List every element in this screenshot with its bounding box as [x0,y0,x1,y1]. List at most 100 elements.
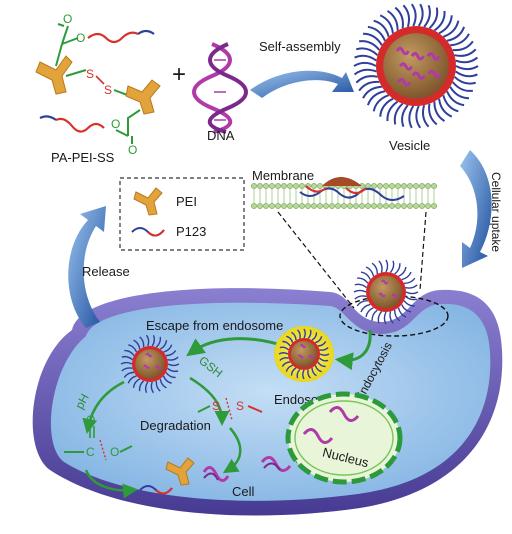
p123-brush-chain [433,10,446,32]
p123-brush-chain [417,3,424,27]
p123-brush-chain [151,334,156,347]
p123-brush-chain [365,307,374,318]
p123-brush-chain [455,70,478,78]
dna-helix-icon [192,42,248,134]
p123-brush-chain [123,371,135,378]
p123-brush-chain [405,291,419,295]
p123-brush-chain [393,102,404,125]
lipid-head [431,183,437,189]
p123-brush-chain [353,289,367,293]
lipid-head [299,203,305,209]
pei-y-shape-icon [165,457,195,486]
p123-brush-chain [371,309,378,321]
lipid-head [293,183,299,189]
ph-arrow [82,380,125,434]
endocytosis-arrow [334,329,372,371]
lipid-head [257,183,263,189]
p123-brush-chain [442,20,460,38]
self-assembly-label: Self-assembly [259,39,341,54]
vesicle-released [120,334,180,394]
lipid-head [377,203,383,209]
lipid-head [371,203,377,209]
encapsulated-dna [297,354,304,359]
p123-brush-chain [318,357,329,362]
lipid-head [413,203,419,209]
p123-brush-chain [138,380,145,392]
p123-brush-chain [453,76,476,85]
lipid-head [287,203,293,209]
p123-brush-chain [155,336,162,348]
p123-brush-chain [366,90,386,106]
p123-brush-chain [371,262,379,274]
p123-brush-chain [353,68,377,76]
p123-brush-chain [389,260,395,273]
encapsulated-dna [391,293,399,299]
lipid-head [347,203,353,209]
endosome [274,326,334,382]
p123-brush-chain [410,3,417,27]
p123-brush-chain [423,4,431,28]
p123-brush-chain [401,104,409,128]
membrane-closeup [250,177,442,209]
p123-brush-chain [404,277,416,285]
p123-brush-chain [454,48,477,57]
nucleus: Nucleus [285,391,403,485]
dna-label: DNA [207,128,235,143]
p123-brush-chain [317,361,326,368]
lipid-head [425,203,431,209]
lipid-head [395,203,401,209]
ester-o-single: O [110,445,119,459]
lipid-head [251,203,257,209]
lipid-head [275,183,281,189]
p123-brush-chain [302,369,305,380]
p123-brush-chain [163,344,173,353]
p123-brush-chain [402,4,410,28]
vesicle-label: Vesicle [389,138,430,153]
encapsulated-dna [411,71,426,80]
vesicle-core [369,275,403,309]
ester-o-top: O [63,12,72,26]
p123-brush-chain [455,56,479,64]
cellular-uptake-label: Cellular uptake [489,172,503,252]
p123-brush-chain [450,33,470,47]
p123-brush-chain [401,271,412,281]
p123-brush-chain [354,295,367,300]
p123-brush-chain [428,7,439,30]
p123-brush-chain [433,101,446,122]
encapsulated-dna [427,69,442,79]
encapsulated-dna [397,77,412,87]
p123-brush-chain [133,339,141,350]
p123-brush-chain [132,378,141,388]
ester-arrow [84,469,138,499]
p123-brush-chain [379,97,394,117]
p123-brush-chain [281,361,291,367]
p123-brush-chain [127,375,137,384]
p123-brush-chain [358,40,381,51]
cleaved-s2: S [236,399,244,413]
p123-brush-chain [291,331,297,341]
p123-brush-chain [296,368,301,379]
degradation-arrow [222,427,242,474]
p123-brush-chain [307,329,312,340]
pei-y-shape-icon [35,55,73,95]
encapsulated-dna [410,51,425,61]
legend-p123-label: P123 [176,224,206,239]
lipid-head [371,183,377,189]
vesicle-nanoparticle [353,3,479,129]
p123-brush-chain [167,367,179,373]
lipid-head [299,183,305,189]
p123-brush-chain [356,299,368,307]
p123-brush-chain [282,340,291,347]
p123-brush-chain [383,311,387,325]
lipid-head [431,203,437,209]
p123-brush-chain [121,367,133,372]
p123-brush-chain [167,363,180,367]
p123-brush-chain [311,367,317,377]
plus-sign: + [172,61,186,88]
ester-o-bottom: O [128,143,137,157]
release-label: Release [82,264,130,279]
lipid-head [281,183,287,189]
p123-brush-chain [362,32,383,46]
vesicle-core [383,33,449,99]
